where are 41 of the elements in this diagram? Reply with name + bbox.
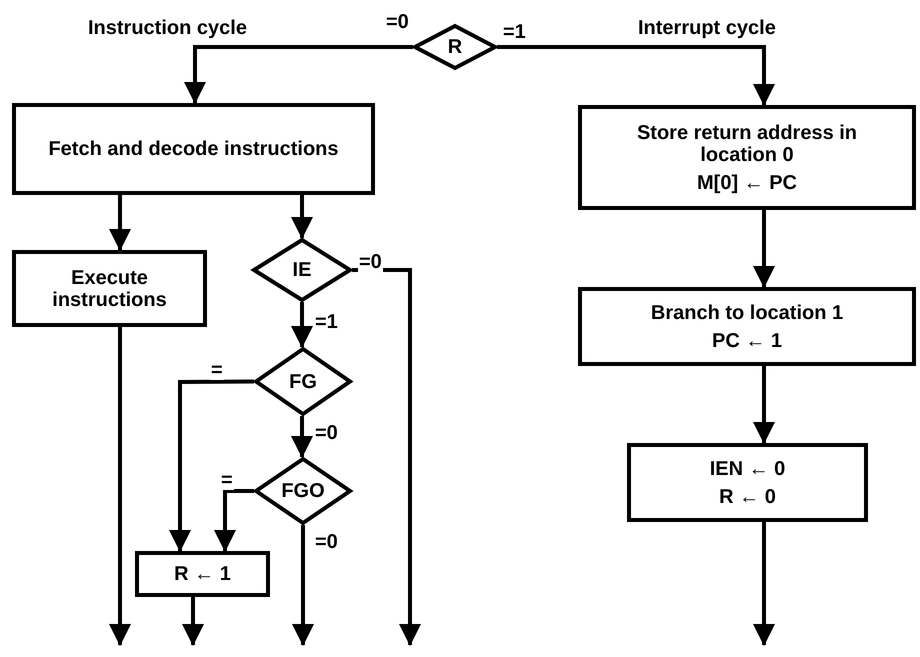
flow-arrow (753, 522, 775, 646)
node-text: IEN ← 0 (710, 458, 786, 480)
decision-diamond (252, 238, 352, 302)
flow-arrow (184, 45, 413, 104)
flow-arrow (182, 597, 204, 646)
flow-arrow (497, 45, 775, 106)
flow-arrow (169, 380, 254, 552)
flow-arrow (214, 489, 254, 552)
cycle-label: Interrupt cycle (638, 18, 776, 38)
node-text: Execute instructions (51, 266, 168, 310)
flow-arrow (109, 327, 131, 646)
flow-arrow (291, 195, 313, 239)
process-box (135, 551, 270, 597)
decision-diamond (413, 24, 497, 70)
flow-arrow (753, 366, 775, 444)
node-text: IE (292, 259, 312, 281)
cycle-label: Instruction cycle (88, 18, 247, 38)
node-text: FGO (281, 480, 325, 502)
process-box (578, 105, 916, 210)
node-text: Fetch and decode instructions (48, 138, 339, 160)
register-transfer-text: PC ← 1 (712, 330, 782, 352)
decision-diamond (254, 347, 352, 416)
node-text: R (448, 36, 462, 58)
process-box (12, 103, 375, 195)
decision-diamond (254, 457, 352, 525)
process-box (12, 250, 207, 327)
edge-label: =0 (358, 252, 383, 272)
flow-arrow (291, 302, 313, 348)
flow-arrow (753, 210, 775, 288)
flow-arrow (352, 268, 421, 646)
node-text: R ← 1 (174, 563, 231, 585)
register-transfer-text: M[0] ← PC (697, 172, 797, 194)
process-box (627, 443, 868, 522)
node-text: FG (289, 370, 317, 392)
flow-arrow (292, 525, 314, 646)
flow-arrow (109, 195, 131, 251)
node-text: Store return address in location 0 (636, 122, 858, 166)
register-transfer-text: R ← 0 (719, 486, 776, 508)
flow-arrow (291, 416, 313, 458)
node-text: Branch to location 1 (650, 302, 844, 324)
process-box (578, 287, 916, 366)
